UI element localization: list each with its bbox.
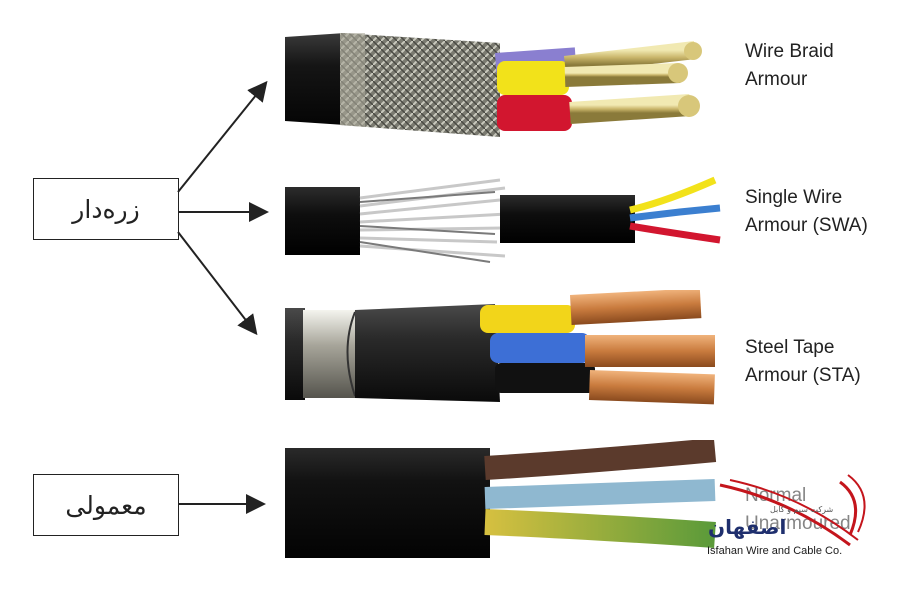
cable-wire-braid-image (285, 33, 702, 137)
label-wire-braid: Wire Braid Armour (745, 38, 834, 94)
label-sta: Steel Tape Armour (STA) (745, 334, 861, 390)
logo-subtitle-fa: شرکت سیم و کابل (770, 505, 834, 514)
category-normal-box: معمولی (33, 474, 179, 536)
arrow-to-wire-braid (177, 80, 268, 193)
company-logo-mark (719, 474, 866, 547)
arrow-to-sta (177, 231, 258, 336)
label-sta-line1: Steel Tape (745, 337, 835, 358)
logo-name-en: Isfahan Wire and Cable Co. (707, 545, 843, 557)
label-swa: Single Wire Armour (SWA) (745, 184, 868, 240)
cable-sta-image (285, 290, 715, 405)
label-wire-braid-line2: Armour (745, 69, 808, 90)
label-wire-braid-line1: Wire Braid (745, 41, 834, 62)
logo-name-fa: اصفهان (708, 515, 787, 539)
label-swa-line1: Single Wire (745, 187, 843, 208)
category-armored-box: زره‌دار (33, 178, 179, 240)
label-sta-line2: Armour (STA) (745, 365, 861, 386)
label-swa-line2: Armour (SWA) (745, 215, 868, 236)
cable-normal-image (285, 440, 717, 558)
category-armored-label: زره‌دار (72, 194, 140, 224)
category-normal-label: معمولی (65, 490, 147, 520)
cable-swa-image (285, 176, 721, 263)
